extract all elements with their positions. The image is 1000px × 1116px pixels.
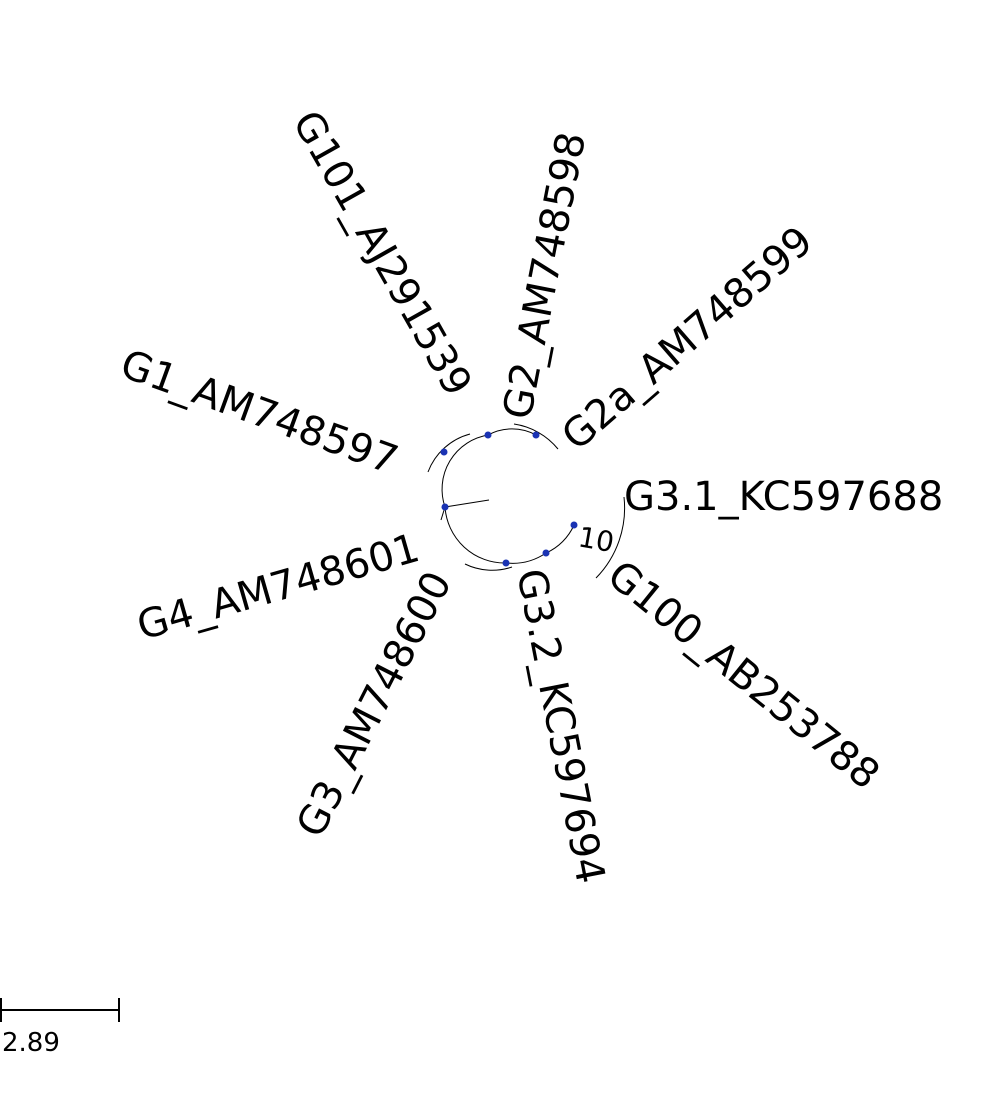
arc-g101-g1 <box>427 433 471 473</box>
arc-node-488 <box>487 428 537 436</box>
leaf-label-g3: G3_AM748600 <box>288 564 461 844</box>
root-branch <box>444 499 490 508</box>
leaf-label-g2: G2_AM748598 <box>495 128 596 422</box>
leaf-label-g4: G4_AM748601 <box>132 525 424 649</box>
arc-g3-g32 <box>464 563 513 571</box>
node-dot <box>484 431 492 439</box>
leaf-label-g100: G100_AB253788 <box>599 552 888 798</box>
leaf-label-g31: G3.1_KC597688 <box>624 474 943 520</box>
scale-bar-label: 2.89 <box>2 1028 60 1058</box>
arc-right <box>545 524 575 554</box>
leaf-label-g2a: G2a_AM748599 <box>553 218 821 460</box>
bootstrap-value: 10 <box>576 520 617 559</box>
arc-g31-g100 <box>595 496 626 579</box>
inner-arc-upper <box>441 434 489 508</box>
scale-bar: 2.89 <box>0 998 120 1058</box>
node-dot <box>440 448 448 456</box>
inner-arc-lower <box>444 506 507 564</box>
leaf-label-g101: G101_AJ291539 <box>283 103 480 403</box>
internal-nodes <box>440 431 578 567</box>
arc-lower-right <box>505 552 547 564</box>
arc-g2-g2a <box>513 423 559 450</box>
node-dot <box>570 521 578 529</box>
leaf-label-g1: G1_AM748597 <box>115 341 404 484</box>
node-dot <box>542 549 550 557</box>
node-dot <box>441 503 449 511</box>
node-dot <box>502 559 510 567</box>
leaf-label-g32: G3.2_KC597694 <box>507 565 613 887</box>
leaf-labels: G101_AJ291539 G2_AM748598 G2a_AM748599 G… <box>115 103 944 887</box>
node-dot <box>532 431 540 439</box>
